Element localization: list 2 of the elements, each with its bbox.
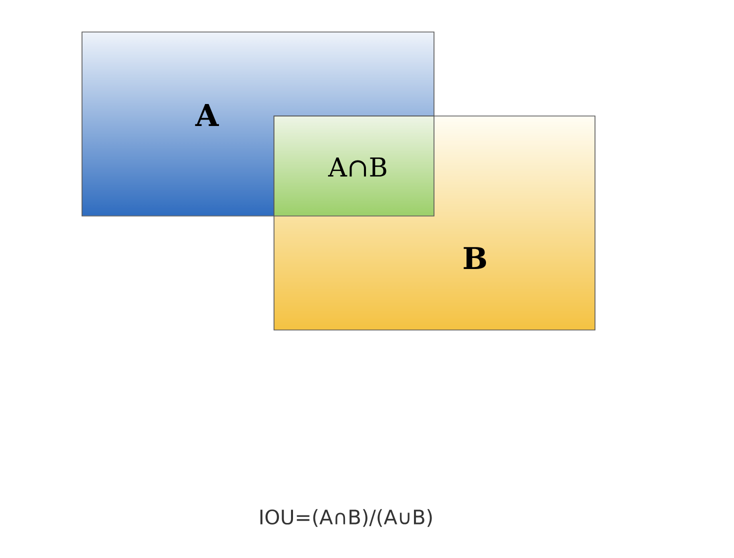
rectangle-box: A∩B bbox=[274, 116, 434, 216]
formula-caption: IOU=(A∩B)/(A∪B) bbox=[260, 509, 432, 527]
